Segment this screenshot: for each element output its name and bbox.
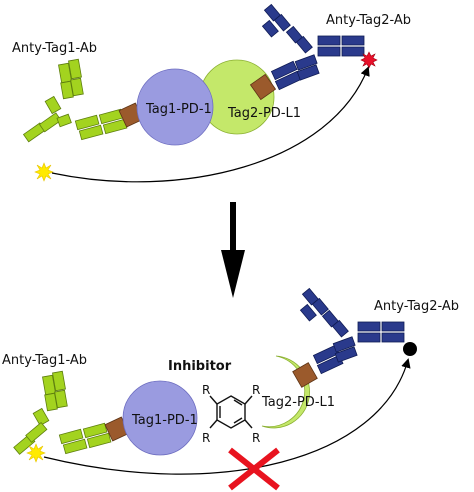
acceptor-fluorophore-active <box>360 51 378 69</box>
anti-tag2-antibody-top <box>261 3 365 91</box>
tag2-box-bottom <box>292 362 318 388</box>
pd1-protein-top <box>136 68 214 146</box>
energy-transfer-arrow-bottom <box>43 358 411 475</box>
bottom-panel: R R R R A <box>2 287 459 491</box>
pdl1-label-top: Tag2-PD-L1 <box>227 106 301 121</box>
blocked-cross <box>228 447 280 491</box>
top-panel: Anty-Tag1-Ab Anty-Tag2-Ab Tag1-PD-1 Tag2… <box>12 3 411 183</box>
substituent-r3: R <box>202 431 210 445</box>
inhibitor-molecule <box>209 395 253 429</box>
pd1-label-bottom: Tag1-PD-1 <box>131 413 198 428</box>
donor-fluorophore-top <box>34 162 54 182</box>
anti-tag1-antibody-top <box>22 58 128 143</box>
antibody1-label-bottom: Anty-Tag1-Ab <box>2 353 87 368</box>
acceptor-fluorophore-inactive <box>403 342 417 356</box>
inhibitor-label: Inhibitor <box>168 359 232 374</box>
anti-tag1-antibody-bottom <box>13 370 112 455</box>
donor-fluorophore-bottom <box>26 443 46 463</box>
tag2-box-top <box>249 73 277 101</box>
pdl1-label-bottom: Tag2-PD-L1 <box>261 395 335 410</box>
anti-tag2-antibody-bottom <box>299 287 405 375</box>
antibody2-label-top: Anty-Tag2-Ab <box>326 13 411 28</box>
substituent-r1: R <box>202 383 210 397</box>
antibody2-label-bottom: Anty-Tag2-Ab <box>374 299 459 314</box>
substituent-r2: R <box>252 383 260 397</box>
antibody1-label-top: Anty-Tag1-Ab <box>12 41 97 56</box>
pd1-protein-bottom <box>122 380 198 456</box>
pd1-label-top: Tag1-PD-1 <box>145 102 212 117</box>
substituent-r4: R <box>252 431 260 445</box>
energy-transfer-arrow-top <box>51 66 370 183</box>
reaction-arrow <box>221 202 245 298</box>
